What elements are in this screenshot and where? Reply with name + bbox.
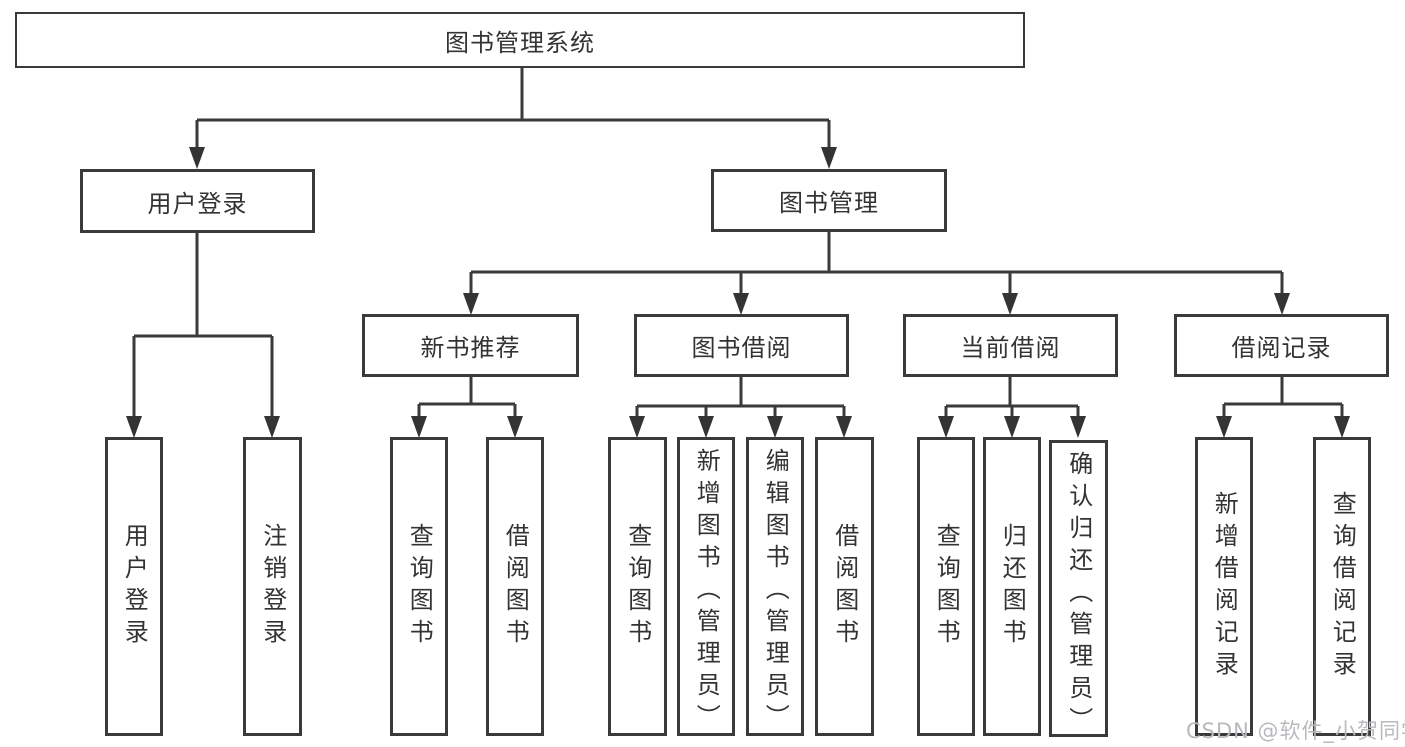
- box-new-book-recommendation: 新书推荐: [362, 314, 579, 377]
- box-book-borrowing: 图书借阅: [634, 314, 849, 377]
- leaf-add-borrow-record: 新增借阅记录: [1195, 437, 1253, 736]
- leaf-add-books-admin: 新增图书（管理员）: [677, 437, 735, 736]
- leaf-label: 查询图书: [932, 522, 961, 651]
- root-label: 图书管理系统: [445, 28, 595, 57]
- box-library-management-system: 图书管理系统: [15, 12, 1025, 68]
- leaf-label: 查询图书: [623, 522, 652, 651]
- group-label: 图书借阅: [691, 334, 792, 362]
- group-label: 当前借阅: [960, 334, 1061, 362]
- leaf-query-borrow-record: 查询借阅记录: [1313, 437, 1371, 736]
- leaf-borrow-books-1: 借阅图书: [486, 437, 544, 736]
- leaf-logout: 注销登录: [243, 437, 302, 736]
- leaf-label: 查询借阅记录: [1328, 490, 1357, 683]
- leaf-label: 归还图书: [998, 522, 1027, 651]
- box-current-borrowing: 当前借阅: [903, 314, 1118, 377]
- leaf-label: 用户登录: [120, 522, 149, 651]
- leaf-label: 查询图书: [405, 522, 434, 651]
- leaf-label: 借阅图书: [501, 522, 530, 651]
- leaf-label: 新增借阅记录: [1210, 490, 1239, 683]
- leaf-query-books-1: 查询图书: [390, 437, 448, 736]
- leaf-label: 编辑图书（管理员）: [761, 448, 790, 736]
- leaf-label: 借阅图书: [830, 522, 859, 651]
- box-borrowing-records: 借阅记录: [1174, 314, 1389, 377]
- csdn-watermark: CSDN @软件_小贺同学: [1186, 719, 1405, 743]
- arrowhead-icons: [126, 147, 1350, 438]
- group-label: 借阅记录: [1231, 334, 1332, 362]
- leaf-edit-books-admin: 编辑图书（管理员）: [746, 437, 804, 736]
- branch-label: 用户登录: [147, 189, 248, 218]
- box-book-management: 图书管理: [711, 169, 947, 232]
- leaf-query-books-2: 查询图书: [608, 437, 667, 736]
- leaf-label: 确认归还（管理员）: [1064, 451, 1093, 739]
- branch-label: 图书管理: [779, 189, 879, 217]
- box-user-login: 用户登录: [80, 169, 315, 233]
- leaf-label: 新增图书（管理员）: [692, 448, 721, 736]
- leaf-label: 注销登录: [258, 522, 287, 651]
- leaf-user-login: 用户登录: [105, 437, 163, 736]
- leaf-return-books: 归还图书: [983, 437, 1041, 736]
- leaf-borrow-books-2: 借阅图书: [815, 437, 874, 736]
- leaf-confirm-return-admin: 确认归还（管理员）: [1049, 440, 1108, 739]
- leaf-query-books-3: 查询图书: [917, 437, 975, 736]
- group-label: 新书推荐: [420, 334, 521, 362]
